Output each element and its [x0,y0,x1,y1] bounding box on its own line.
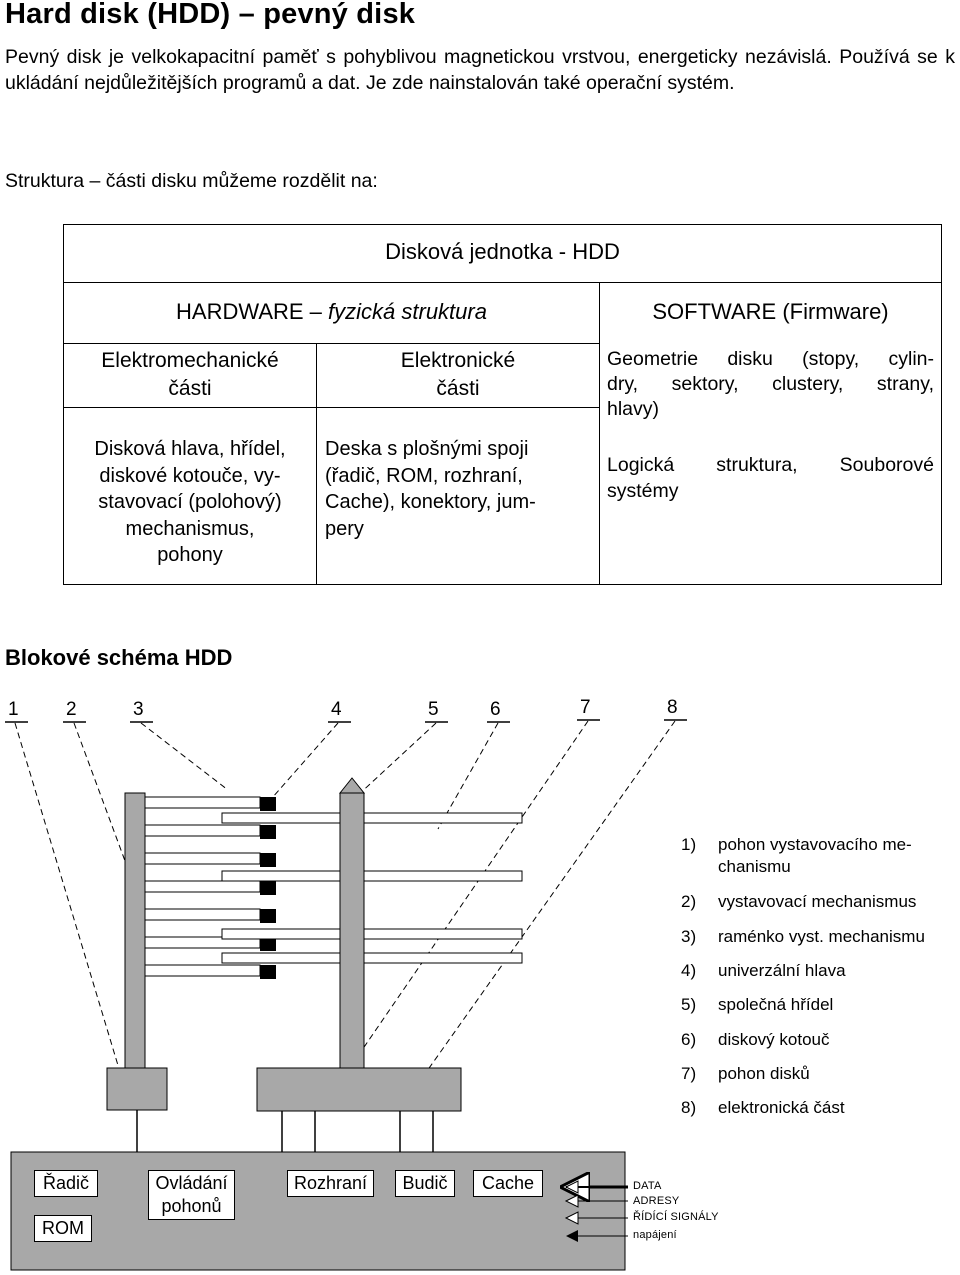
signal-adresy: ADRESY [633,1195,680,1207]
ovladani-line2: pohonů [161,1196,222,1216]
structure-intro: Struktura – části disku můžeme rozdělit … [5,170,378,192]
software-title: SOFTWARE (Firmware) [652,299,889,324]
spindle [339,792,365,1069]
legend-text: pohon disků [718,1064,810,1083]
legend-text: diskový kotouč [718,1030,830,1049]
hardware-title-italic: fyzická struktura [328,299,487,324]
legend-num: 8) [681,1098,697,1117]
legend-num: 6) [681,1030,697,1049]
legend-num: 1) [681,835,697,854]
spindle-tip [338,777,366,794]
legend-text: raménko vyst. mechanismu [718,927,925,946]
callout-5: 5 [428,699,439,720]
legend-text: vystavovací mechanismus [718,892,917,911]
radic-box: Řadič [34,1170,98,1197]
mech-body-line: diskové kotouče, vy- [99,464,281,487]
legend-num: 2) [681,892,697,911]
spindle-motor [256,1067,462,1112]
callout-3: 3 [133,699,144,720]
page-title: Hard disk (HDD) – pevný disk [5,0,416,30]
legend-num: 4) [681,961,697,980]
legend-text: pohon vystavovacího me- chanismu [718,834,953,878]
sw-body-1: Geometrie disku (stopy, cylin- dry, sekt… [607,347,934,422]
mech-body-line: mechanismus, [125,517,255,540]
mech-title-line2: části [168,377,212,400]
elec-body-line: (řadič, ROM, rozhraní, [325,464,523,487]
callout-underlines [5,719,687,723]
elec-title-line2: části [436,377,480,400]
rozhrani-box: Rozhraní [287,1170,374,1197]
sw-body-line: Geometrie disku (stopy, cylin- [607,348,934,370]
platters [221,812,523,964]
legend-text: elektronická část [718,1098,845,1117]
legend-text-line: pohon vystavovacího me- [718,835,912,854]
budic-box: Budič [395,1170,455,1197]
signal-ridici: ŘÍDÍCÍ SIGNÁLY [633,1211,719,1223]
callout-8: 8 [667,697,678,718]
mech-body-line: stavovací (polohový) [98,491,282,513]
sw-body-line: hlavy) [607,398,660,420]
signal-data: DATA [633,1180,662,1192]
sw-body-line: dry, sektory, clustery, strany, [607,373,934,395]
mech-title-line1: Elektromechanické [101,349,279,372]
legend-num: 3) [681,927,697,946]
rom-box: ROM [34,1215,92,1242]
legend-num: 5) [681,995,697,1014]
hardware-title-main: HARDWARE – [176,299,322,324]
sw-body-line: Logická struktura, Souborové [607,454,934,476]
legend-num: 7) [681,1064,697,1083]
mech-body-line: pohony [157,544,223,566]
callout-4: 4 [331,699,342,720]
mech-body: Disková hlava, hřídel, diskové kotouče, … [63,436,317,569]
heads [260,797,276,979]
signal-arrows [566,1181,628,1242]
table-header: Disková jednotka - HDD [385,239,620,264]
callout-6: 6 [490,699,501,720]
elec-body-line: Cache), konektory, jum- [325,491,536,513]
hardware-title: HARDWARE – fyzická struktura [63,298,600,326]
elec-body: Deska s plošnými spoji (řadič, ROM, rozh… [325,436,593,542]
motor-connections [136,1110,434,1152]
elec-title: Elektronické části [316,347,600,403]
actuator-bar [124,792,146,1069]
cache-box: Cache [473,1170,543,1197]
callout-2: 2 [66,699,77,720]
ovladani-line1: Ovládání [155,1173,228,1193]
sw-body-line: systémy [607,480,679,502]
ovladani-pohonu-box: Ovládání pohonů [148,1170,235,1220]
elec-body-line: pery [325,517,364,540]
callout-7: 7 [580,697,591,718]
elec-body-line: Deska s plošnými spoji [325,438,529,460]
mech-title: Elektromechanické části [63,347,317,403]
legend-text-line: chanismu [718,857,791,876]
elec-body-cell [316,407,600,585]
legend-text: univerzální hlava [718,961,846,980]
signal-napajeni: napájení [633,1229,677,1241]
actuator-motor [106,1067,168,1111]
actuator-arms [144,796,261,977]
legend-text: společná hřídel [718,995,834,1014]
callout-1: 1 [8,699,19,720]
elec-title-line1: Elektronické [400,349,516,372]
mech-body-line: Disková hlava, hřídel, [94,438,286,460]
sw-body-2: Logická struktura, Souborové systémy [607,452,934,504]
schema-title: Blokové schéma HDD [5,645,233,670]
intro-paragraph: Pevný disk je velkokapacitní paměť s poh… [5,46,955,94]
